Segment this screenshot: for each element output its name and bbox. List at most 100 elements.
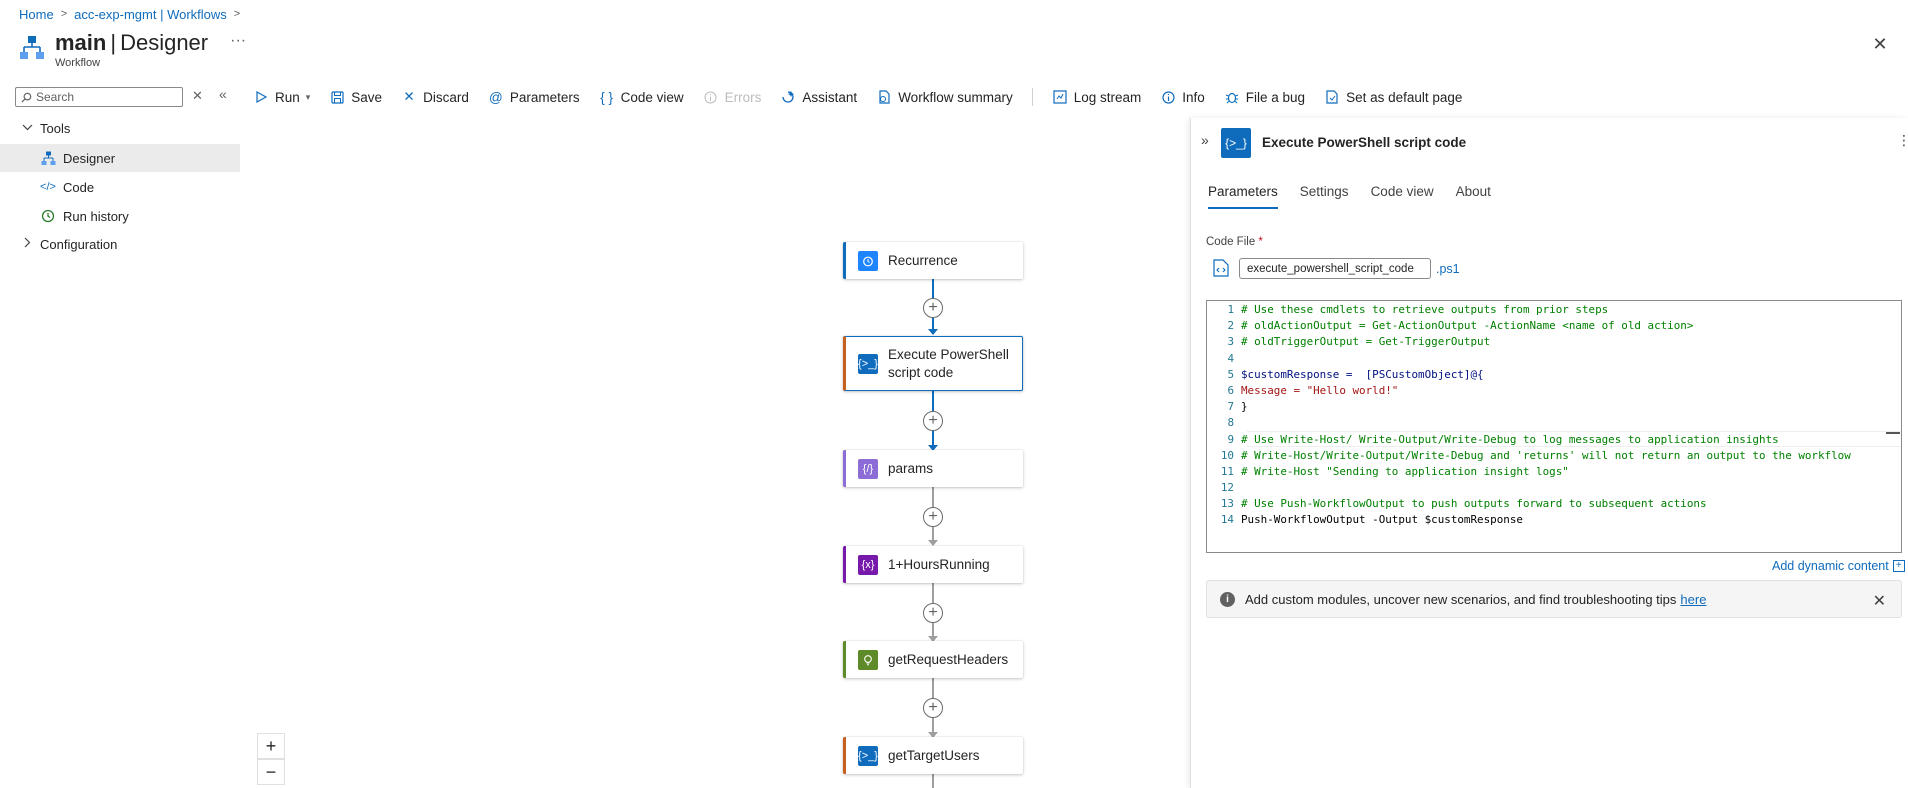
sidebar-item-run-history[interactable]: Run history <box>0 202 240 230</box>
add-dynamic-content-link[interactable]: Add dynamic content+ <box>1772 559 1905 573</box>
sidebar-item-designer[interactable]: Designer <box>0 144 240 172</box>
workflow-summary-button[interactable]: Workflow summary <box>876 89 1013 105</box>
sidebar-group-configuration[interactable]: Configuration <box>0 230 240 258</box>
info-message-bar: i Add custom modules, uncover new scenar… <box>1206 580 1902 618</box>
line-number: 8 <box>1227 416 1234 430</box>
page-subtitle: Workflow <box>55 57 101 69</box>
bulb-icon <box>858 649 878 670</box>
line-number: 3 <box>1227 335 1234 349</box>
scrollbar-marker <box>1886 432 1900 434</box>
add-step-button[interactable]: + <box>923 603 943 623</box>
bug-icon <box>1224 89 1240 105</box>
breadcrumb-workflows[interactable]: acc-exp-mgmt | Workflows <box>74 6 227 22</box>
line-number: 1 <box>1227 303 1234 316</box>
workflow-node-params[interactable]: {/} params <box>843 450 1023 487</box>
code-line: 7} <box>1207 399 1901 415</box>
search-input[interactable] <box>36 90 176 104</box>
toolbar: Run ▾ Save ✕ Discard @ Parameters { } Co… <box>253 86 1481 108</box>
page-icon <box>1324 89 1340 105</box>
log-stream-button[interactable]: Log stream <box>1052 89 1141 105</box>
add-step-button[interactable]: + <box>923 298 943 318</box>
code-view-button[interactable]: { } Code view <box>600 89 684 105</box>
sidebar-item-code[interactable]: </> Code <box>0 173 240 201</box>
line-number: 7 <box>1227 400 1234 414</box>
code-editor[interactable]: 1# Use these cmdlets to retrieve outputs… <box>1206 300 1902 553</box>
parameters-button[interactable]: @ Parameters <box>488 89 580 105</box>
more-options-icon[interactable]: ··· <box>230 32 247 49</box>
sidebar-item-label: Designer <box>63 150 116 166</box>
play-icon <box>253 89 269 105</box>
tab-about[interactable]: About <box>1455 184 1491 199</box>
powershell-icon: {>_} <box>858 745 878 766</box>
code-text: # Write-Host/Write-Output/Write-Debug an… <box>1241 448 1851 462</box>
code-line: 1# Use these cmdlets to retrieve outputs… <box>1207 302 1901 318</box>
tab-settings[interactable]: Settings <box>1299 184 1349 199</box>
errors-button[interactable]: Errors <box>703 89 761 105</box>
code-line: 13# Use Push-WorkflowOutput to push outp… <box>1207 496 1901 512</box>
code-text: # Use Push-WorkflowOutput to push output… <box>1241 497 1707 511</box>
code-file-extension: .ps1 <box>1436 262 1460 276</box>
add-step-button[interactable]: + <box>923 698 943 718</box>
log-stream-icon <box>1052 89 1068 105</box>
sidebar-group-label: Configuration <box>40 236 118 252</box>
sidebar-item-label: Code <box>63 179 95 195</box>
workflow-node-recurrence[interactable]: Recurrence <box>843 242 1023 279</box>
file-bug-button[interactable]: File a bug <box>1224 89 1305 105</box>
set-default-page-button[interactable]: Set as default page <box>1324 89 1462 105</box>
toolbar-divider <box>1031 88 1033 106</box>
workflow-node-execute-powershell[interactable]: {>_} Execute PowerShell script code <box>843 336 1023 391</box>
code-text: $customResponse = [PSCustomObject]@{ <box>1241 367 1484 381</box>
dynamic-content-icon: + <box>1892 560 1905 572</box>
code-file-name-input[interactable]: execute_powershell_script_code <box>1239 258 1431 279</box>
dismiss-icon[interactable]: ✕ <box>1872 593 1886 610</box>
code-line: 5 $customResponse = [PSCustomObject]@{ <box>1207 367 1901 383</box>
chevron-right-icon: > <box>233 8 241 20</box>
expand-panel-icon[interactable]: » <box>1201 132 1209 148</box>
parameters-icon: @ <box>488 89 503 105</box>
designer-icon <box>40 150 56 166</box>
arrow-down-icon <box>928 540 938 546</box>
info-here-link[interactable]: here <box>1680 591 1707 607</box>
line-number: 4 <box>1227 351 1234 365</box>
add-step-button[interactable]: + <box>923 411 943 431</box>
workflow-node-get-target-users[interactable]: {>_} getTargetUsers <box>843 737 1023 774</box>
zoom-in-button[interactable]: + <box>257 733 285 759</box>
tab-code-view[interactable]: Code view <box>1370 184 1434 199</box>
code-line: 3# oldTriggerOutput = Get-TriggerOutput <box>1207 334 1901 350</box>
add-step-button[interactable]: + <box>923 507 943 527</box>
code-line: 9# Use Write-Host/ Write-Output/Write-De… <box>1207 432 1901 448</box>
close-icon[interactable]: ✕ <box>1872 34 1888 54</box>
code-line: 10# Write-Host/Write-Output/Write-Debug … <box>1207 448 1901 464</box>
discard-button[interactable]: ✕ Discard <box>401 89 468 105</box>
tab-parameters[interactable]: Parameters <box>1208 184 1278 209</box>
workflow-node-hours-running[interactable]: {x} 1+HoursRunning <box>843 546 1023 583</box>
powershell-icon: {>_} <box>858 353 878 374</box>
chevron-down-icon: ▾ <box>305 91 311 102</box>
line-number: 6 <box>1227 383 1234 397</box>
code-line: 11# Write-Host "Sending to application i… <box>1207 464 1901 480</box>
line-number: 2 <box>1227 319 1234 333</box>
breadcrumb: Home > acc-exp-mgmt | Workflows > <box>19 6 247 22</box>
save-button[interactable]: Save <box>329 89 382 105</box>
action-details-panel: » {>_} Execute PowerShell script code ⋮ … <box>1190 118 1908 788</box>
current-line-highlight <box>1247 431 1901 447</box>
info-button[interactable]: Info <box>1160 89 1205 105</box>
clear-search-icon[interactable]: ✕ <box>192 88 203 103</box>
collapse-nav-icon[interactable]: « <box>219 86 227 102</box>
assistant-button[interactable]: Assistant <box>780 89 857 105</box>
sidebar-group-tools[interactable]: Tools <box>0 114 240 142</box>
workflow-node-get-request-headers[interactable]: getRequestHeaders <box>843 641 1023 678</box>
breadcrumb-home[interactable]: Home <box>19 6 54 22</box>
more-vertical-icon[interactable]: ⋮ <box>1897 132 1908 148</box>
zoom-out-button[interactable]: − <box>257 759 285 785</box>
designer-canvas[interactable] <box>240 118 1190 788</box>
connector-line <box>932 774 934 788</box>
line-number: 5 <box>1227 367 1234 381</box>
code-line: 12 <box>1207 480 1901 496</box>
arrow-down-icon <box>928 732 938 738</box>
code-text: Push-WorkflowOutput -Output $customRespo… <box>1241 513 1523 527</box>
search-box <box>15 87 183 107</box>
run-button[interactable]: Run ▾ <box>253 89 310 105</box>
